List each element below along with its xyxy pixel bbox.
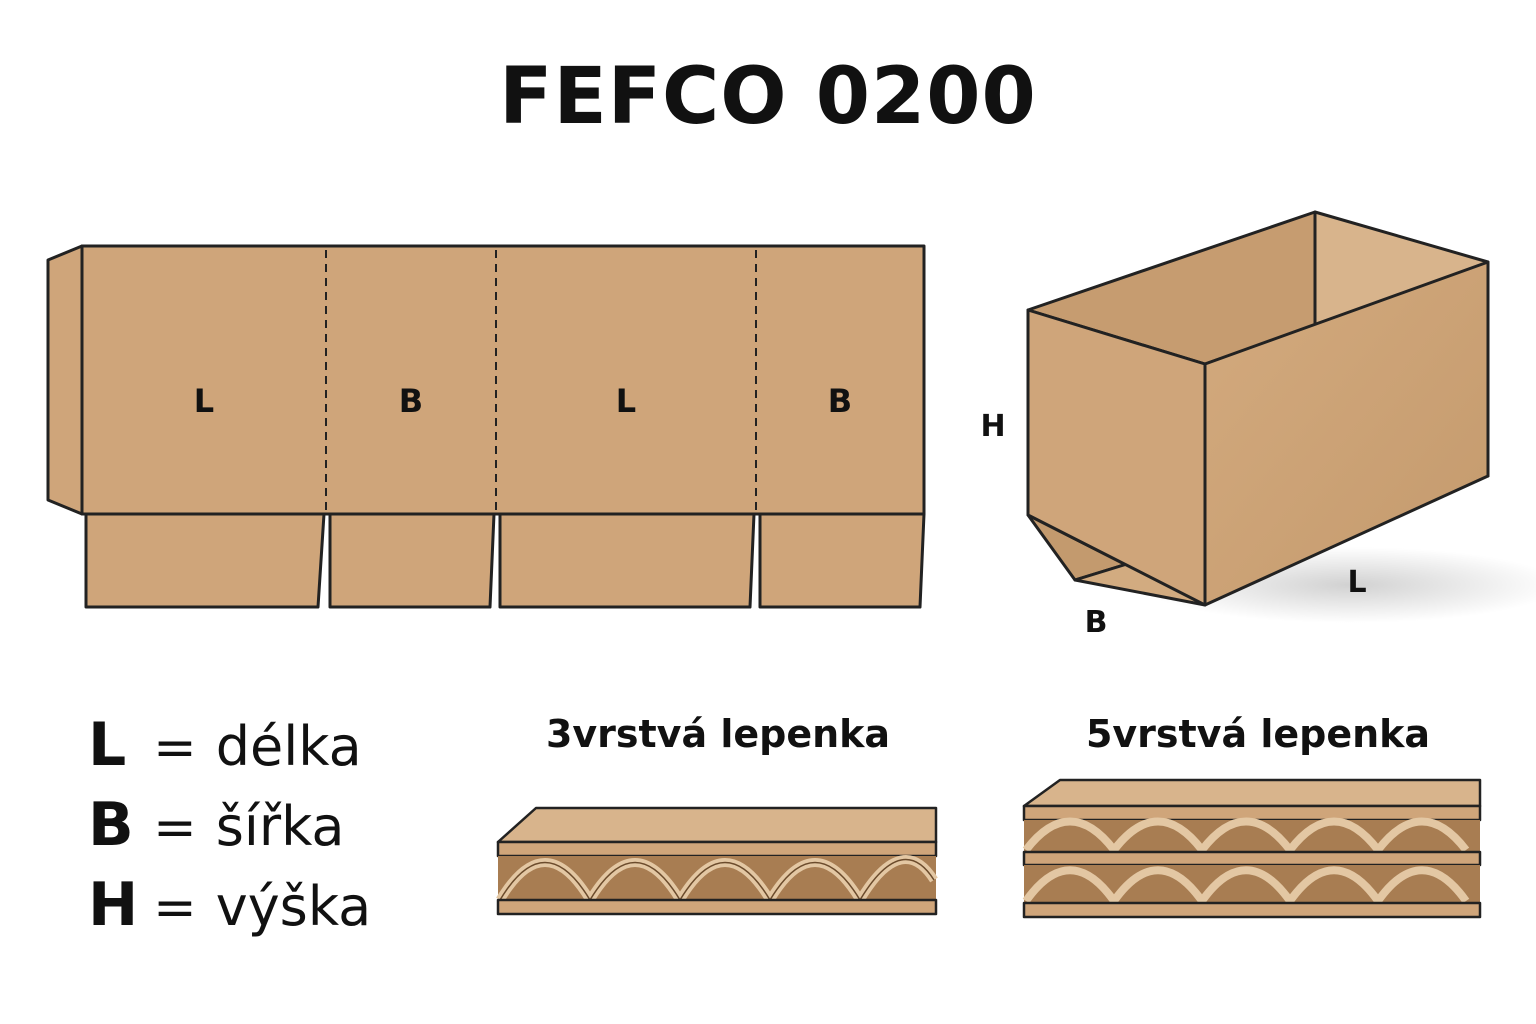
bottom-flap-3 (498, 512, 756, 609)
panel-label-4: B (828, 382, 852, 420)
panel-labels: L B L B (194, 382, 852, 420)
fold-lines (81, 250, 924, 515)
legend-equals: = (153, 878, 197, 938)
box-3d (1026, 210, 1536, 623)
board-5-layer (1022, 778, 1482, 919)
legend-row-height: H = výška (88, 865, 371, 945)
panel-label-2: B (399, 382, 423, 420)
bottom-flap-1 (84, 512, 326, 609)
diagram-title: FEFCO 0200 (499, 52, 1037, 142)
bottom-flap-4 (758, 512, 926, 609)
legend-equals: = (153, 798, 197, 858)
glue-flap (46, 244, 84, 516)
board3-top-face (496, 806, 938, 844)
board5-flute-1 (1022, 817, 1470, 854)
bottom-flap-2 (328, 512, 496, 609)
legend-letter: B (88, 790, 134, 860)
legend-equals: = (153, 718, 197, 778)
box-label-height: H (980, 409, 1005, 444)
panel-label-1: L (194, 382, 214, 420)
board5-top-liner (1022, 804, 1482, 822)
legend-meaning: šířka (215, 795, 345, 858)
legend-letter: H (88, 870, 139, 940)
board5-bottom-liner (1022, 901, 1482, 919)
board-3-layer (496, 806, 938, 916)
box-front-right (1203, 260, 1490, 607)
legend-row-width: B = šířka (88, 785, 371, 865)
panel-label-3: L (616, 382, 636, 420)
board3-bottom-liner (496, 898, 938, 916)
flat-box-layout (46, 244, 926, 609)
board3-top-liner (496, 840, 938, 858)
legend-row-length: L = délka (88, 705, 371, 785)
board-3-layer-title: 3vrstvá lepenka (545, 712, 891, 756)
box-dimension-labels: H B L (980, 409, 1366, 640)
board5-middle-liner (1022, 850, 1482, 867)
legend: L = délka B = šířka H = výška (88, 705, 371, 945)
legend-meaning: výška (215, 875, 372, 938)
box-label-length: L (1347, 565, 1366, 600)
body-panels (80, 244, 926, 516)
board5-flute-2 (1022, 866, 1470, 905)
legend-letter: L (88, 710, 127, 780)
board-5-layer-title: 5vrstvá lepenka (1085, 712, 1431, 756)
board5-top-face (1022, 778, 1482, 808)
box-label-width: B (1085, 605, 1108, 640)
legend-meaning: délka (215, 715, 362, 778)
